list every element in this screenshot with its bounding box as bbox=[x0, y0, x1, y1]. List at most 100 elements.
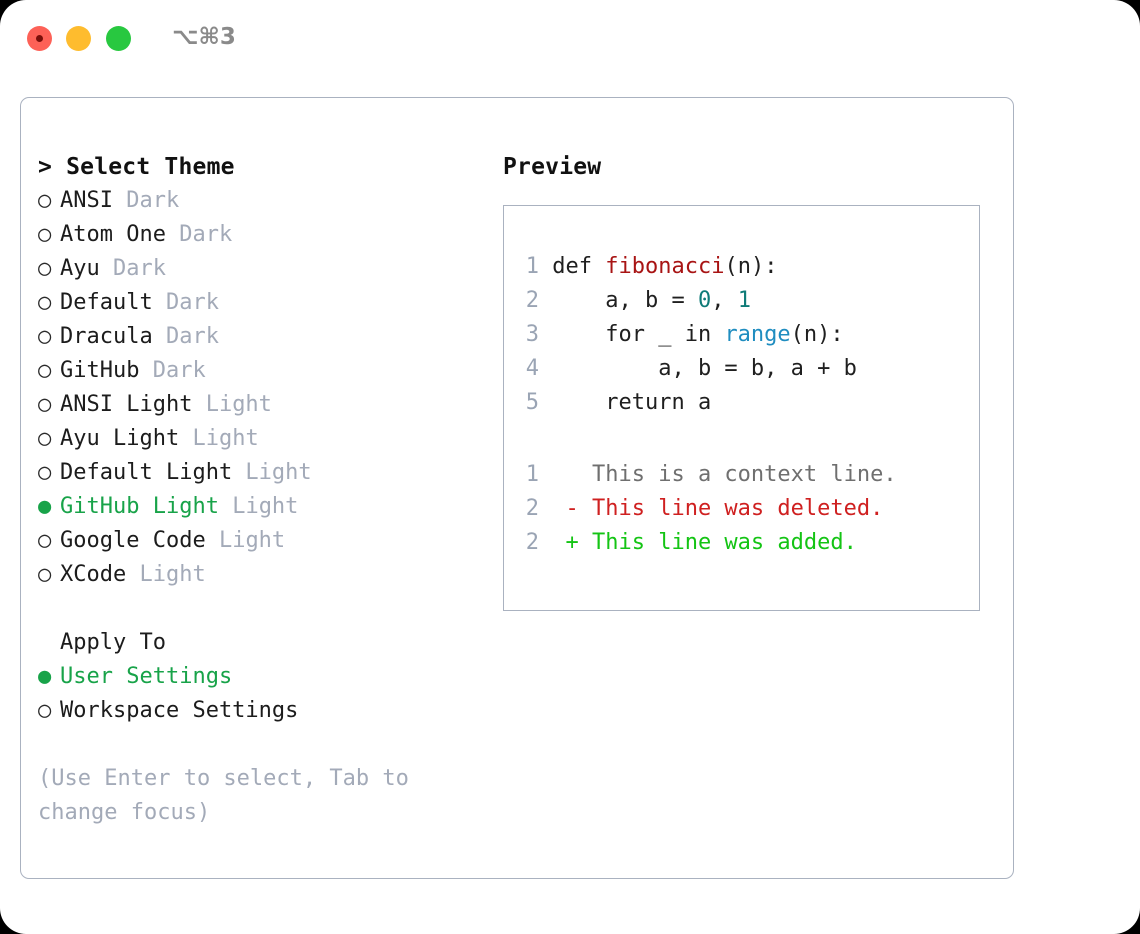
apply-to-list[interactable]: ● User Settings ○ Workspace Settings bbox=[38, 660, 488, 728]
theme-variant-tag: Light bbox=[205, 528, 286, 553]
radio-unselected-icon: ○ bbox=[38, 392, 52, 417]
line-number: 2 bbox=[525, 288, 539, 313]
theme-name: Default Light bbox=[60, 460, 233, 485]
radio-unselected-icon: ○ bbox=[38, 188, 52, 213]
theme-selection-column: > Select Theme ○ANSI Dark○Atom One Dark○… bbox=[38, 150, 488, 830]
radio-unselected-icon: ○ bbox=[38, 426, 52, 451]
diff-text: + This line was added. bbox=[539, 530, 857, 555]
theme-item[interactable]: ○ XCode Light bbox=[38, 558, 488, 592]
code-line: 4 a, b = b, a + b bbox=[517, 352, 857, 386]
keyboard-hint-text: (Use Enter to select, Tab to change focu… bbox=[38, 766, 423, 825]
theme-list[interactable]: ○ ANSI Dark ○ Atom One Dark ○ Ayu Dark ○ Defaul… bbox=[38, 184, 488, 592]
apply-to-label: Workspace Settings bbox=[60, 698, 299, 723]
theme-variant-tag: Light bbox=[192, 392, 272, 417]
theme-variant-tag: Dark bbox=[165, 222, 233, 247]
theme-variant-tag: Light bbox=[232, 460, 312, 485]
preview-heading: Preview bbox=[503, 154, 602, 180]
theme-item[interactable]: ○ ANSI Light Light bbox=[38, 388, 488, 422]
code-text bbox=[539, 390, 552, 415]
line-number: 2 bbox=[525, 496, 539, 521]
theme-item[interactable]: ○ ANSI Dark bbox=[38, 184, 488, 218]
code-text: for _ in bbox=[552, 322, 725, 347]
theme-name: XCode bbox=[60, 562, 127, 587]
apply-to-item[interactable]: ● User Settings bbox=[38, 660, 488, 694]
code-text: (n): bbox=[724, 254, 778, 279]
radio-selected-icon: ● bbox=[38, 494, 52, 519]
theme-item[interactable]: ○ Ayu Dark bbox=[38, 252, 488, 286]
theme-name: GitHub bbox=[60, 358, 140, 383]
line-number: 5 bbox=[525, 390, 539, 415]
diff-sample: 1 This is a context line.2 - This line w… bbox=[517, 458, 897, 560]
radio-unselected-icon: ○ bbox=[38, 698, 52, 723]
theme-item[interactable]: ● GitHub Light Light bbox=[38, 490, 488, 524]
code-call-token: range bbox=[724, 322, 791, 347]
theme-item[interactable]: ○ Default Light Light bbox=[38, 456, 488, 490]
theme-variant-tag: Dark bbox=[139, 358, 206, 383]
apply-to-item[interactable]: ○ Workspace Settings bbox=[38, 694, 488, 728]
theme-name: Default bbox=[60, 290, 153, 315]
theme-variant-tag: Dark bbox=[152, 290, 219, 315]
apply-to-heading: Apply To bbox=[60, 630, 166, 655]
diff-deleted-line: 2 - This line was deleted. bbox=[517, 492, 897, 526]
diff-context-line: 1 This is a context line. bbox=[517, 458, 897, 492]
code-line: 3 for _ in range(n): bbox=[517, 318, 857, 352]
theme-name: Ayu bbox=[60, 256, 100, 281]
radio-unselected-icon: ○ bbox=[38, 222, 52, 247]
theme-name: Dracula bbox=[60, 324, 153, 349]
code-text: a, b = bbox=[552, 288, 698, 313]
code-line: 1 def fibonacci(n): bbox=[517, 250, 857, 284]
theme-item[interactable]: ○GitHub Dark bbox=[38, 354, 488, 388]
code-text: , bbox=[711, 288, 738, 313]
minimize-window-button[interactable] bbox=[66, 26, 91, 51]
close-window-button[interactable] bbox=[27, 26, 52, 51]
theme-variant-tag: Dark bbox=[112, 188, 180, 213]
radio-selected-icon: ● bbox=[38, 664, 52, 689]
code-number-token: 1 bbox=[737, 288, 751, 313]
maximize-window-button[interactable] bbox=[106, 26, 131, 51]
code-number-token: 0 bbox=[697, 288, 712, 313]
code-line: 5 return a bbox=[517, 386, 857, 420]
radio-unselected-icon: ○ bbox=[38, 290, 52, 315]
theme-name: Google Code bbox=[60, 528, 206, 553]
theme-item[interactable]: ○Dracula Dark bbox=[38, 320, 488, 354]
code-text bbox=[539, 356, 552, 381]
code-text bbox=[539, 254, 552, 279]
theme-name: ANSI bbox=[60, 188, 113, 213]
theme-item[interactable]: ○ Atom One Dark bbox=[38, 218, 488, 252]
code-line: 2 a, b = 0, 1 bbox=[517, 284, 857, 318]
theme-variant-tag: Dark bbox=[99, 256, 166, 281]
theme-name: Ayu Light bbox=[60, 426, 180, 451]
theme-variant-tag: Dark bbox=[152, 324, 219, 349]
code-text: return a bbox=[552, 390, 712, 415]
theme-name: Atom One bbox=[60, 222, 166, 247]
radio-unselected-icon: ○ bbox=[38, 528, 52, 553]
theme-name: GitHub Light bbox=[60, 494, 219, 519]
radio-unselected-icon: ○ bbox=[38, 562, 52, 587]
code-text: a, b = b, a + b bbox=[552, 356, 857, 381]
line-number: 1 bbox=[525, 462, 539, 487]
keyboard-shortcut-label: ⌥⌘3 bbox=[172, 24, 236, 50]
theme-item[interactable]: ○Ayu Light Light bbox=[38, 422, 488, 456]
code-text: (n): bbox=[790, 322, 844, 347]
theme-variant-tag: Light bbox=[126, 562, 206, 587]
line-number: 3 bbox=[525, 322, 539, 347]
line-number: 4 bbox=[525, 356, 539, 381]
apply-to-label: User Settings bbox=[60, 664, 233, 689]
code-text bbox=[539, 288, 552, 313]
diff-added-line: 2 + This line was added. bbox=[517, 526, 897, 560]
line-number: 1 bbox=[525, 254, 539, 279]
theme-item[interactable]: ○ Default Dark bbox=[38, 286, 488, 320]
diff-text: - This line was deleted. bbox=[539, 496, 884, 521]
theme-variant-tag: Light bbox=[218, 494, 299, 519]
preview-column: Preview 1 def fibonacci(n):2 a, b = 0, 1… bbox=[503, 150, 993, 611]
radio-unselected-icon: ○ bbox=[38, 460, 52, 485]
theme-item[interactable]: ○ Google Code Light bbox=[38, 524, 488, 558]
diff-text: This is a context line. bbox=[539, 462, 897, 487]
select-theme-heading: > Select Theme bbox=[38, 154, 235, 180]
code-text: def bbox=[552, 254, 606, 279]
theme-name: ANSI Light bbox=[60, 392, 193, 417]
radio-unselected-icon: ○ bbox=[38, 256, 52, 281]
